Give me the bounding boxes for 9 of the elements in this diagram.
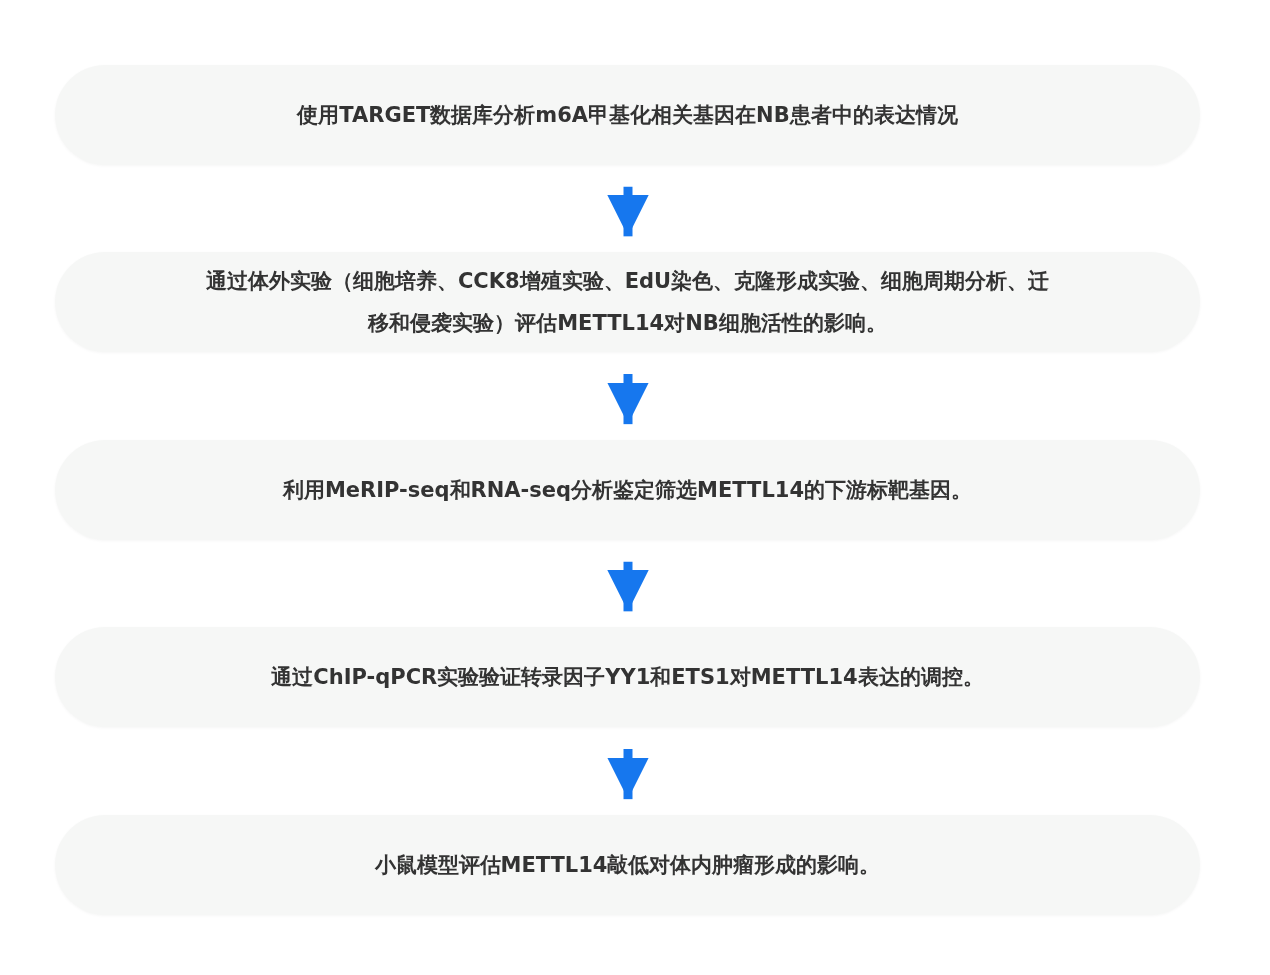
step-text: 小鼠模型评估METTL14敲低对体内肿瘤形成的影响。: [374, 852, 881, 879]
step-text: 通过ChIP-qPCR实验验证转录因子YY1和ETS1对METTL14表达的调控。: [271, 664, 984, 691]
arrow: [607, 561, 649, 612]
arrow: [607, 186, 649, 237]
step-text: 通过体外实验（细胞培养、CCK8增殖实验、EdU染色、克隆形成实验、细胞周期分析、迁移和侵袭实验）评估METTL14对NB细胞活性的影响。: [204, 268, 1051, 337]
arrow: [607, 374, 649, 425]
step-text: 利用MeRIP-seq和RNA-seq分析鉴定筛选METTL14的下游标靶基因。: [282, 477, 973, 504]
step-text: 使用TARGET数据库分析m6A甲基化相关基因在NB患者中的表达情况: [297, 102, 958, 129]
arrow: [607, 749, 649, 800]
